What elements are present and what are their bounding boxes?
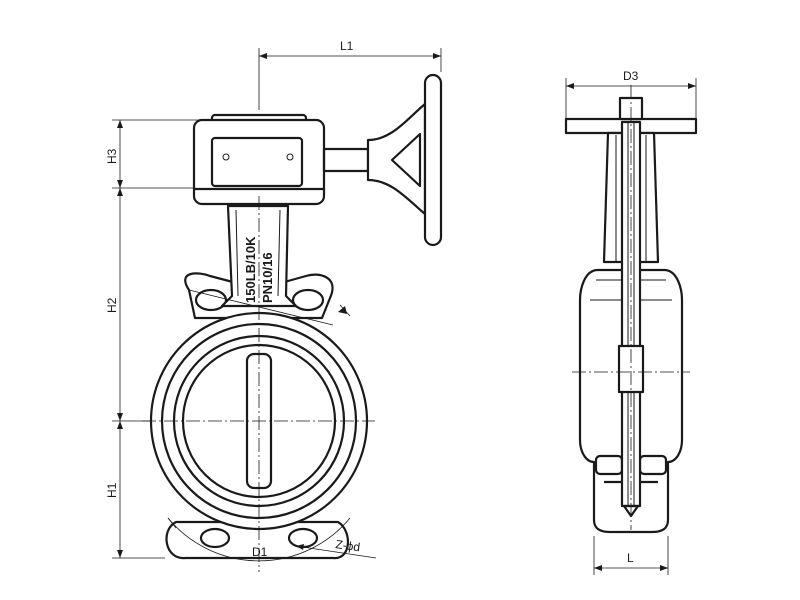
- side-view: [564, 85, 698, 534]
- rating-marking: 150LB/10K: [243, 236, 258, 303]
- pressure-marking: PN10/16: [260, 252, 275, 303]
- dim-label-l1: L1: [340, 39, 354, 53]
- front-dimensions: L1 H3 H2 H1 D1 Z-ϕd: [105, 39, 442, 562]
- gearbox: [192, 113, 370, 206]
- front-center-lines: [142, 196, 375, 572]
- dim-label-d3: D3: [623, 69, 639, 83]
- valve-neck: [220, 204, 298, 308]
- dim-label-bolt-holes: Z-ϕd: [335, 537, 361, 554]
- dim-label-d1: D1: [252, 545, 268, 559]
- front-view: 150LB/10K PN10/16: [142, 73, 443, 572]
- dim-label-h3: H3: [105, 148, 119, 164]
- dim-label-h2: H2: [105, 297, 119, 313]
- dim-label-l: L: [627, 551, 634, 565]
- upper-lugs: [184, 272, 334, 320]
- handwheel: [366, 73, 443, 247]
- dim-label-h1: H1: [105, 482, 119, 498]
- side-dimensions: D3 L: [565, 69, 697, 575]
